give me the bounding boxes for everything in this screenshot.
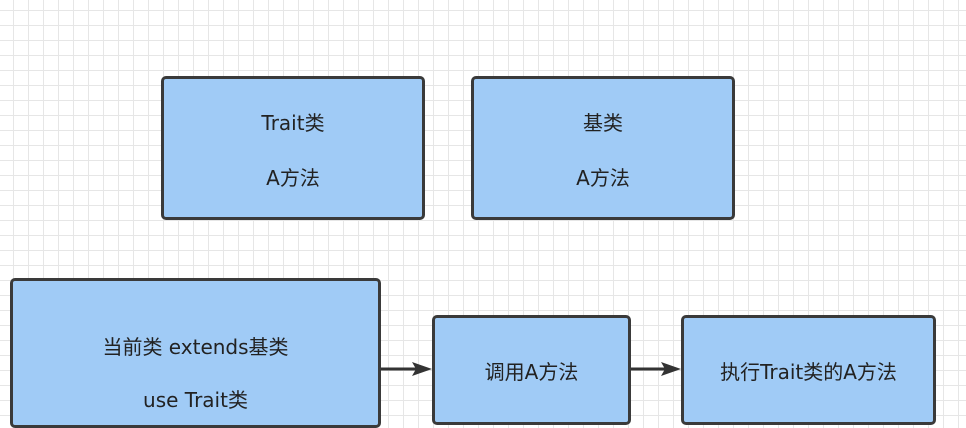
base-class-title: 基类 bbox=[583, 111, 623, 135]
call-method-label: 调用A方法 bbox=[484, 360, 579, 384]
trait-class-method: A方法 bbox=[266, 166, 320, 190]
current-class-extends: 当前类 extends基类 bbox=[102, 335, 289, 359]
flow-arrows bbox=[381, 362, 681, 376]
base-class-box: 基类 A方法 bbox=[471, 76, 735, 220]
execute-trait-method-label: 执行Trait类的A方法 bbox=[720, 360, 897, 384]
trait-class-title: Trait类 bbox=[261, 111, 325, 135]
arrow-call-to-exec bbox=[631, 362, 681, 376]
arrow-current-to-call bbox=[381, 362, 432, 376]
base-class-method: A方法 bbox=[576, 166, 630, 190]
trait-class-box: Trait类 A方法 bbox=[161, 76, 425, 220]
